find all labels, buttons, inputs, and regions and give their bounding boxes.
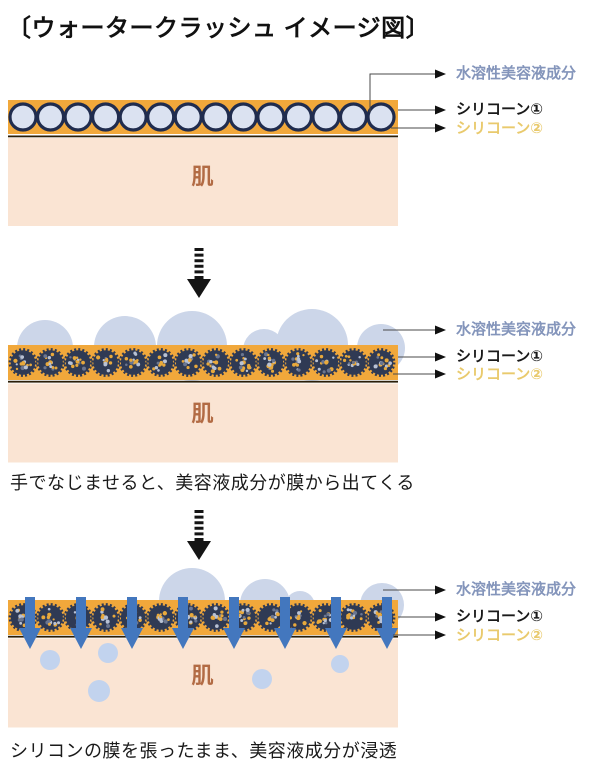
- label-silicone1-panel3: シリコーン①: [456, 608, 543, 625]
- label-water-soluble-essence-panel3: 水溶性美容液成分: [456, 581, 577, 598]
- panel3-penetration-graphics: [8, 568, 446, 728]
- panel2-crushed-membrane-graphics: [8, 309, 446, 463]
- label-skin-panel1: 肌: [191, 164, 215, 189]
- label-silicone1-panel2: シリコーン①: [456, 348, 543, 365]
- label-silicone2-panel3: シリコーン②: [456, 627, 543, 644]
- step-down-arrow-2: [187, 510, 211, 560]
- step-down-arrow-1: [187, 248, 211, 298]
- label-skin-panel2: 肌: [191, 401, 215, 426]
- page-title: 〔ウォータークラッシュ イメージ図〕: [7, 15, 431, 42]
- label-skin-panel3: 肌: [191, 663, 215, 688]
- panel1-intact-membrane-graphics: [8, 69, 446, 226]
- label-silicone2-panel1: シリコーン②: [456, 120, 543, 137]
- label-water-soluble-essence-panel1: 水溶性美容液成分: [456, 65, 577, 82]
- label-silicone2-panel2: シリコーン②: [456, 366, 543, 383]
- caption-step-2: 手でなじませると、美容液成分が膜から出てくる: [10, 473, 415, 493]
- label-water-soluble-essence-panel2: 水溶性美容液成分: [456, 321, 577, 338]
- label-silicone1-panel1: シリコーン①: [456, 101, 543, 118]
- caption-step-3: シリコンの膜を張ったまま、美容液成分が浸透: [10, 741, 398, 761]
